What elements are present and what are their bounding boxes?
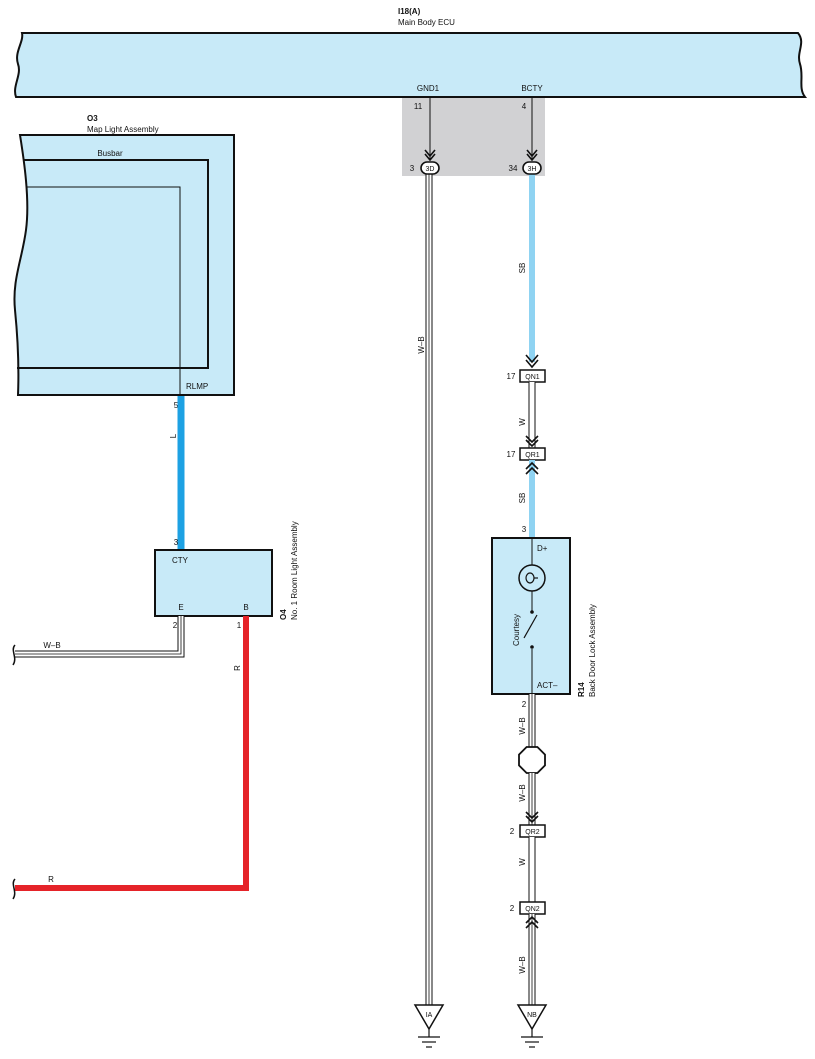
switch-label: Courtesy [512, 614, 521, 646]
wire-label: W–B [518, 717, 527, 734]
connector-qn2-code: QN2 [525, 906, 540, 913]
wire-label: W [518, 418, 527, 426]
wire-label: W–B [518, 784, 527, 801]
wire-label: W–B [43, 641, 60, 650]
busbar-label: Busbar [97, 149, 123, 158]
connector-3d [420, 161, 440, 175]
arrow-chevron [526, 153, 538, 162]
ground-point [516, 1004, 548, 1031]
wire-arrow [525, 435, 539, 448]
arrow-chevron [525, 359, 539, 369]
arrow-chevron [525, 920, 539, 929]
busbar-outline [17, 159, 209, 369]
ecu-body [14, 32, 808, 98]
component-name: No. 1 Room Light Assembly [290, 521, 299, 620]
wire-label: W–B [417, 336, 426, 353]
wire-label: R [48, 875, 54, 884]
b-terminal: B [243, 603, 248, 612]
rlmp-pin: 5 [174, 401, 179, 410]
wire-tracer [15, 616, 182, 655]
wire-label: R [233, 665, 242, 671]
switch-arm [523, 614, 538, 639]
connector-qn1-code: QN1 [525, 374, 540, 381]
component-code: O4 [279, 609, 288, 620]
b-pin: 1 [237, 621, 242, 630]
wire-outline [15, 616, 185, 658]
arrow-chevron [525, 815, 539, 824]
room-light-body [154, 549, 273, 617]
connector-qr1-pin: 17 [507, 450, 516, 459]
bcty-pin: 4 [522, 102, 527, 111]
ecu-code: I18(A) [398, 7, 421, 16]
ground-nb: NB [516, 1004, 548, 1048]
wire-arrow [525, 354, 539, 369]
wire-label: L [169, 433, 178, 438]
connector-qn2-pin: 2 [510, 904, 515, 913]
arrow-chevron [525, 461, 539, 470]
ecu-terminal-bcty: BCTY [521, 84, 543, 93]
connector-qr2-pin: 2 [510, 827, 515, 836]
gnd1-pin: 11 [414, 102, 423, 111]
connector-qn1-pin: 17 [507, 372, 516, 381]
cty-terminal: CTY [172, 556, 189, 565]
ground-point [413, 1004, 445, 1031]
map-light-name: Map Light Assembly [87, 125, 159, 134]
wire-r [15, 616, 249, 891]
wire-label: SB [518, 263, 527, 274]
act-minus-terminal: ACT– [537, 681, 558, 690]
switch-contact [530, 645, 534, 649]
wire-label: W–B [518, 956, 527, 973]
arrow-chevron [525, 466, 539, 475]
arrow-chevron [525, 811, 539, 820]
wire-label: SB [518, 493, 527, 504]
arrow-chevron [526, 149, 538, 158]
wire-arrow [525, 461, 539, 475]
arrow-chevron [424, 153, 436, 162]
connector-3d-pin: 3 [410, 164, 415, 173]
rlmp-terminal: RLMP [186, 382, 208, 391]
component-code: R14 [577, 682, 586, 697]
ground-code: NB [527, 1012, 537, 1019]
e-terminal: E [178, 603, 183, 612]
connector-qr1-code: QR1 [525, 452, 540, 459]
ecu-terminal-gnd1: GND1 [417, 84, 440, 93]
connector-3d-code: 3D [426, 166, 435, 173]
wire-arrow [525, 915, 539, 929]
d-plus-terminal: D+ [537, 544, 548, 553]
arrow-chevron [424, 149, 436, 158]
ground-ia: IA [413, 1004, 445, 1048]
ecu-name: Main Body ECU [398, 18, 455, 27]
back-door-lock-body [491, 537, 571, 695]
map-light-body [13, 134, 235, 396]
wire-arrow [424, 149, 436, 162]
connector-3h-code: 3H [528, 166, 537, 173]
arrow-chevron [525, 439, 539, 448]
wire-break-icon [12, 878, 16, 900]
arrow-chevron [525, 435, 539, 444]
connector-qr2-code: QR2 [525, 829, 540, 836]
wire-arrow [525, 811, 539, 824]
e-pin: 2 [173, 621, 178, 630]
connector-3h [522, 161, 542, 175]
wire-break-icon [12, 644, 16, 666]
map-light-code: O3 [87, 114, 98, 123]
switch-contact [530, 610, 534, 614]
cty-pin: 3 [174, 538, 179, 547]
act-minus-pin: 2 [522, 700, 527, 709]
d-plus-pin: 3 [522, 525, 527, 534]
component-name: Back Door Lock Assembly [588, 604, 597, 697]
arrow-chevron [525, 354, 539, 364]
splice-point [518, 746, 546, 774]
busbar-inner-line [26, 186, 181, 395]
arrow-chevron [525, 915, 539, 924]
connector-3h-pin: 34 [509, 164, 518, 173]
courtesy-switch-icon [523, 610, 538, 649]
ground-code: IA [426, 1012, 433, 1019]
wire-w-b-e [15, 616, 185, 658]
wire-fill [15, 616, 184, 657]
wire-label: W [518, 858, 527, 866]
wire-arrow [526, 149, 538, 162]
